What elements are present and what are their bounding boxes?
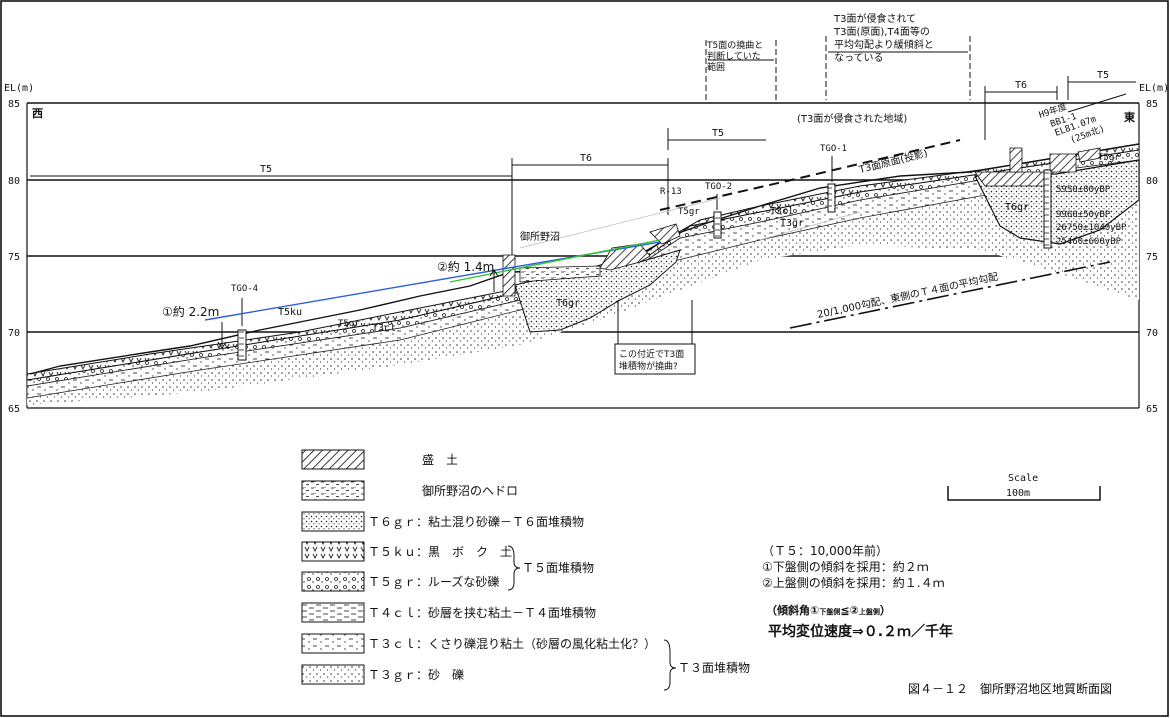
- svg-text:Ｔ５ｇｒ：ルーズな砂礫: Ｔ５ｇｒ：ルーズな砂礫: [368, 574, 499, 589]
- svg-text:Ｔ３ｃｌ：くさり礫混り粘土（砂層の風化粘土化？）: Ｔ３ｃｌ：くさり礫混り粘土（砂層の風化粘土化？）: [368, 636, 656, 651]
- tick-75-right: 75: [1146, 252, 1158, 263]
- borehole-tgo4: TGO-4: [231, 284, 258, 294]
- zone-t5-mid: T5: [712, 128, 724, 139]
- zone-t5-right: T5: [1097, 70, 1109, 81]
- gradient-line: [789, 261, 1111, 329]
- east-label: 東: [1124, 110, 1136, 124]
- svg-text:100m: 100m: [1006, 488, 1030, 499]
- label-t5ku: T5ku: [278, 307, 302, 318]
- svg-text:9960±50yBP: 9960±50yBP: [1056, 210, 1111, 220]
- legend-item-fill: 盛 土: [301, 449, 458, 470]
- geologic-layers: [26, 143, 1140, 405]
- svg-text:（傾斜角①下盤側≦②上盤側）: （傾斜角①下盤側≦②上盤側）: [766, 603, 891, 617]
- note-t3-eroded: T3面が侵食されて T3面(原面),T4面等の 平均勾配より緩傾斜と なっている: [833, 12, 934, 64]
- label-offset-1: ①約 2.2m: [162, 304, 219, 319]
- svg-text:26750±1040yBP: 26750±1040yBP: [1056, 223, 1127, 233]
- tick-75-left: 75: [8, 252, 20, 263]
- svg-text:Ｔ６ｇｒ：粘土混り砂礫－Ｔ６面堆積物: Ｔ６ｇｒ：粘土混り砂礫－Ｔ６面堆積物: [368, 514, 584, 529]
- svg-text:御所野沼のヘドロ: 御所野沼のヘドロ: [422, 483, 518, 498]
- svg-text:平均変位速度⇒０.２ｍ／千年: 平均変位速度⇒０.２ｍ／千年: [768, 623, 953, 640]
- label-gradient: 20/1,000勾配、東側のＴ４面の平均勾配: [816, 270, 999, 321]
- tick-80-right: 80: [1146, 176, 1158, 187]
- legend-item-pond-mud: 御所野沼のヘドロ: [301, 480, 518, 501]
- bb11-leader: [1067, 93, 1127, 113]
- svg-text:判断していた: 判断していた: [707, 50, 761, 62]
- zone-brackets: [30, 36, 1136, 280]
- legend-group-t5: Ｔ５面堆積物: [522, 560, 594, 575]
- svg-text:Ｔ４ｃｌ：砂層を挟む粘土－Ｔ４面堆積物: Ｔ４ｃｌ：砂層を挟む粘土－Ｔ４面堆積物: [368, 605, 596, 620]
- svg-text:範囲: 範囲: [707, 61, 725, 73]
- tick-65-left: 65: [8, 404, 20, 415]
- note-t5-flexure: T5面の撓曲と 判断していた 範囲: [706, 39, 763, 73]
- tick-65-right: 65: [1146, 404, 1158, 415]
- svg-text:平均勾配より緩傾斜と: 平均勾配より緩傾斜と: [834, 38, 934, 51]
- offset-line-green: [449, 239, 661, 283]
- label-t3cl-mid: T3cl: [770, 206, 794, 217]
- radiocarbon-dates: 5950±80yBP 9960±50yBP 26750±1040yBP 2546…: [1056, 185, 1127, 247]
- legend-item-t3cl: Ｔ３ｃｌ：くさり礫混り粘土（砂層の風化粘土化？）: [301, 633, 656, 654]
- label-t3gr-mid: T3gr: [780, 218, 804, 229]
- borehole-r13: R-13: [660, 187, 682, 197]
- left-axis-unit: EL(m): [4, 83, 34, 94]
- legend-item-t3gr: Ｔ３ｇｒ：砂 礫: [301, 664, 464, 685]
- eroded-region-label: (T3面が侵食された地域): [797, 112, 907, 125]
- svg-text:Ｔ５ｋｕ：黒 ボ ク 土: Ｔ５ｋｕ：黒 ボ ク 土: [368, 545, 512, 559]
- label-t6gr-mid: T6gr: [556, 298, 580, 309]
- zone-t6-right: T6: [1015, 80, 1027, 91]
- right-axis-unit: EL(m): [1139, 83, 1169, 94]
- tick-85-right: 85: [1146, 99, 1158, 110]
- svg-text:T3面が侵食されて: T3面が侵食されて: [833, 12, 916, 25]
- tick-80-left: 80: [8, 176, 20, 187]
- label-flexure-note: この付近でT3面 堆積物が撓曲?: [614, 343, 696, 375]
- scale-bar: Scale 100m: [947, 473, 1101, 501]
- svg-text:堆積物が撓曲?: 堆積物が撓曲?: [619, 360, 678, 372]
- legend-item-t6gr: Ｔ６ｇｒ：粘土混り砂礫－Ｔ６面堆積物: [301, 511, 584, 532]
- west-label: 西: [32, 107, 43, 120]
- svg-text:Scale: Scale: [1008, 473, 1038, 484]
- svg-text:①下盤側の傾斜を採用：約２ｍ: ①下盤側の傾斜を採用：約２ｍ: [762, 559, 929, 574]
- label-t3cl-left: T3cl: [372, 323, 396, 334]
- interpretation-lines: [204, 139, 1111, 349]
- label-t5gr-right: T5gr: [1098, 153, 1120, 163]
- label-t5gr-mid: T5gr: [678, 207, 700, 217]
- borehole-tgo2: TGO-2: [705, 182, 732, 192]
- svg-text:25460±600yBP: 25460±600yBP: [1056, 237, 1122, 247]
- tick-85-left: 85: [8, 99, 20, 110]
- legend-item-t5gr: Ｔ５ｇｒ：ルーズな砂礫: [301, 571, 499, 592]
- legend-group-t3: Ｔ３面堆積物: [678, 660, 750, 675]
- svg-text:5950±80yBP: 5950±80yBP: [1056, 185, 1111, 195]
- label-offset-2: ②約 1.4m: [437, 259, 494, 274]
- label-pond: 御所野沼: [520, 230, 560, 243]
- tick-70-left: 70: [8, 328, 20, 339]
- svg-text:Ｔ３ｇｒ：砂 礫: Ｔ３ｇｒ：砂 礫: [368, 667, 464, 682]
- legend-item-t5ku: Ｔ５ｋｕ：黒 ボ ク 土: [301, 541, 512, 562]
- tick-70-right: 70: [1146, 328, 1158, 339]
- notes-block: （Ｔ５：10,000年前） ①下盤側の傾斜を採用：約２ｍ ②上盤側の傾斜を採用：…: [762, 543, 953, 640]
- label-t6gr-right: T6gr: [1005, 202, 1029, 213]
- svg-text:T3面(原面),T4面等の: T3面(原面),T4面等の: [833, 25, 930, 38]
- svg-text:なっている: なっている: [834, 52, 884, 64]
- svg-text:T5面の撓曲と: T5面の撓曲と: [706, 39, 763, 51]
- legend-item-t4cl: Ｔ４ｃｌ：砂層を挟む粘土－Ｔ４面堆積物: [301, 602, 596, 623]
- svg-text:（Ｔ５：10,000年前）: （Ｔ５：10,000年前）: [762, 543, 888, 558]
- label-t5gr-left: T5gr: [338, 319, 360, 329]
- zone-t6-mid: T6: [580, 153, 592, 164]
- svg-text:②上盤側の傾斜を採用：約１.４ｍ: ②上盤側の傾斜を採用：約１.４ｍ: [762, 575, 945, 590]
- boreholes: [237, 156, 1052, 361]
- zone-t5-left: T5: [260, 164, 272, 175]
- legend: 盛 土 御所野沼のヘドロ Ｔ６ｇｒ：粘土混り砂礫－Ｔ６面堆積物 Ｔ５ｋｕ：黒 ボ…: [301, 449, 750, 691]
- svg-text:この付近でT3面: この付近でT3面: [619, 348, 684, 360]
- borehole-tgo1: TGO-1: [820, 144, 847, 154]
- svg-text:盛 土: 盛 土: [422, 452, 458, 467]
- figure-caption: 図４－１２ 御所野沼地区地質断面図: [908, 681, 1112, 696]
